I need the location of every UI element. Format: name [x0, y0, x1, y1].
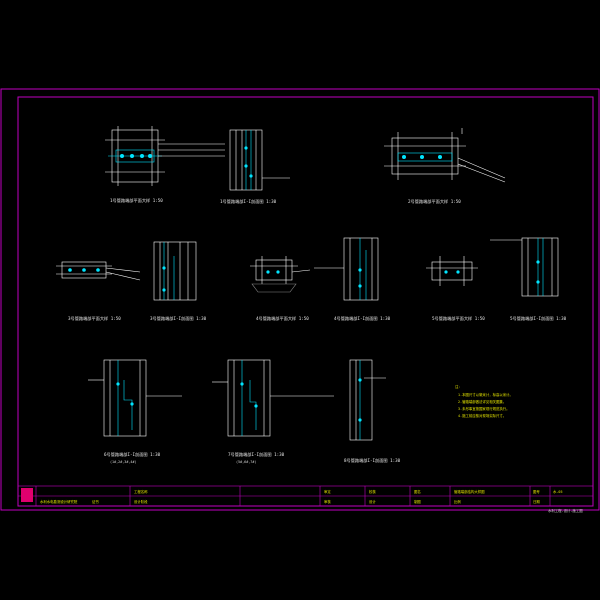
- tb-scale-label: 比例: [454, 499, 461, 504]
- title-block: [17, 485, 594, 507]
- tb-footer: 水利工程-设计-施工图: [548, 508, 583, 513]
- view-5-title: 3号管路端部I-I剖面图 1:30: [150, 315, 207, 322]
- note-line-4: 4.施工前应核对现场实际尺寸。: [458, 413, 506, 418]
- view-8-plan: [426, 256, 478, 286]
- view-11-section: [212, 359, 334, 437]
- view-9-title: 5号管路端部I-I剖面图 1:30: [510, 315, 567, 322]
- tb-reviewed: 审核: [324, 499, 331, 504]
- view-12-title: 8号管路端部I-I剖面图 1:30: [344, 457, 401, 464]
- company-logo: [21, 488, 33, 502]
- tb-designed: 设计: [369, 499, 376, 504]
- notes-header: 注：: [455, 384, 462, 389]
- tb-company: 水利水电勘测设计研究院: [40, 499, 78, 504]
- outer-frame: [0, 88, 600, 511]
- view-3-title: 2号管路端部平面大样 1:50: [408, 198, 461, 205]
- view-10-section: [88, 359, 182, 437]
- view-3-plan: [384, 128, 506, 183]
- view-4-plan: [56, 261, 141, 281]
- view-8-title: 5号管路端部平面大样 1:50: [432, 315, 485, 322]
- view-11-subtitle: (5#,6#,7#): [236, 460, 256, 464]
- view-12-section: [349, 359, 386, 441]
- tb-sheet-no: 水-05: [553, 489, 563, 494]
- view-2-section: [229, 129, 290, 191]
- note-line-1: 1.本图尺寸以毫米计，标高以米计。: [458, 392, 513, 397]
- view-10-subtitle: (1#,2#,3#,4#): [110, 460, 137, 464]
- view-9-section: [490, 237, 559, 297]
- view-7-title: 4号管路端部I-I剖面图 1:30: [334, 315, 391, 322]
- tb-date-label: 日期: [533, 499, 540, 504]
- view-1-title: 1号管路端部平面大样 1:50: [110, 197, 163, 204]
- tb-drawing-name: 管路端部结构大样图: [454, 489, 485, 494]
- view-6-plan: [250, 256, 311, 293]
- tb-project-label: 工程名称: [134, 489, 148, 494]
- tb-stage-label: 设计阶段: [134, 499, 148, 504]
- view-11-title: 7号管路端部I-I剖面图 1:30: [228, 451, 285, 458]
- tb-cert: 证书: [92, 499, 99, 504]
- view-6-title: 4号管路端部平面大样 1:50: [256, 315, 309, 322]
- view-2-title: 1号管路端部I-I剖面图 1:30: [220, 198, 277, 205]
- tb-drawing-name-label: 图名: [414, 489, 421, 494]
- tb-drawn: 制图: [414, 499, 421, 504]
- tb-sheet-no-label: 图号: [533, 489, 540, 494]
- view-10-title: 6号管路端部I-I剖面图 1:30: [104, 451, 161, 458]
- view-4-title: 3号管路端部平面大样 1:50: [68, 315, 121, 322]
- note-line-3: 3.未尽事宜按国家现行规范执行。: [458, 406, 510, 411]
- tb-checked: 校核: [369, 489, 376, 494]
- view-1-plan: [105, 126, 225, 186]
- tb-approved: 审定: [324, 489, 331, 494]
- note-line-2: 2.管路端部做法详见相关图集。: [458, 399, 506, 404]
